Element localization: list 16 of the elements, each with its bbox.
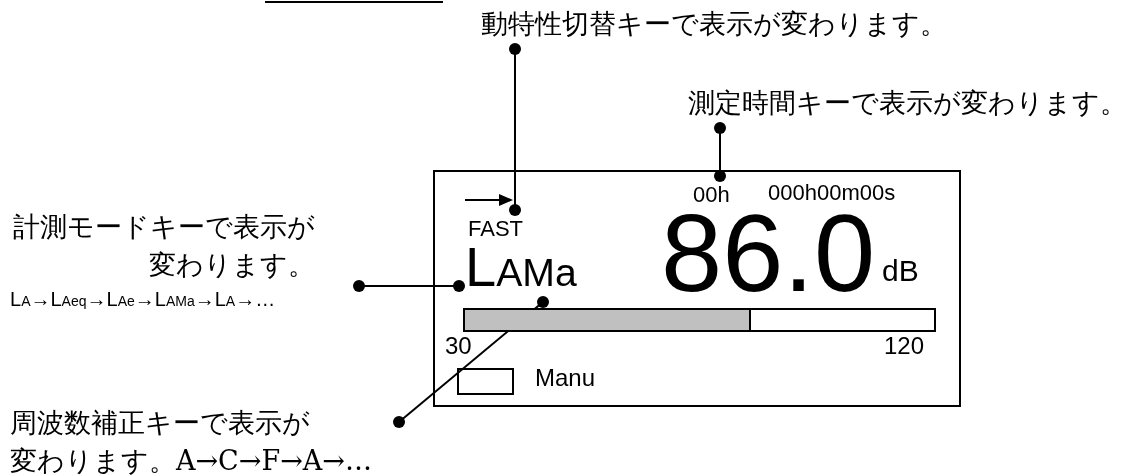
callout-text: 測定時間キーで表示が変わります。: [688, 84, 1127, 122]
callout-text: 計測モードキーで表示が変わります。: [12, 210, 315, 282]
callout-text: 周波数補正キーで表示が変わります。A→C→F→A→…: [10, 404, 395, 476]
indicator-box: [457, 368, 514, 395]
leader-line: [714, 122, 726, 182]
bar-graph: [463, 308, 936, 332]
lcd-panel: [433, 170, 961, 407]
leader-line: [509, 43, 521, 216]
mode-text: Manu: [535, 366, 596, 390]
response-text: FAST: [468, 216, 523, 242]
unit-text: dB: [882, 256, 919, 286]
leader-line: [353, 280, 465, 292]
scale-label: 30: [445, 334, 472, 358]
callout-text: 動特性切替キーで表示が変わります。: [481, 5, 947, 43]
time-text: 000h00m00s: [768, 182, 896, 204]
scale-label: 120: [884, 334, 925, 358]
